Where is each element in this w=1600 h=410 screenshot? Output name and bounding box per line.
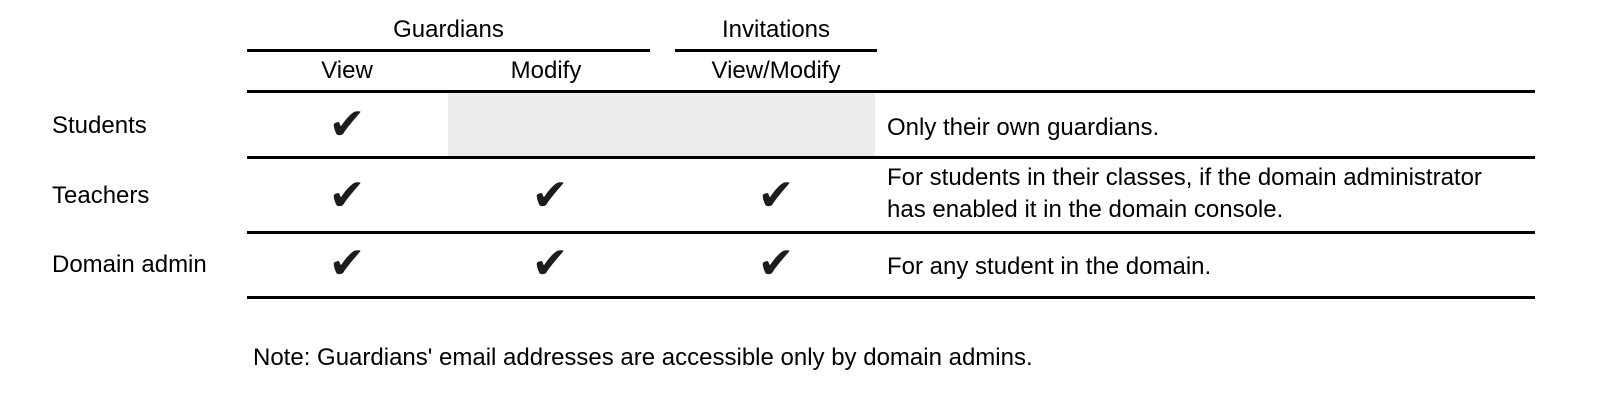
shaded-region [448,93,875,156]
group-underline-guardians [247,49,650,52]
check-icon: ✔ [328,170,366,221]
row-rule-domain-admin [247,296,1535,299]
note-domain-admin: For any student in the domain. [887,253,1212,280]
check-icon: ✔ [757,170,795,221]
group-underline-invitations [675,49,877,52]
column-header-view: View [321,57,373,84]
check-icon: ✔ [531,238,569,289]
note-teachers-line1: For students in their classes, if the do… [887,164,1482,191]
row-rule-students [247,156,1535,159]
footnote: Note: Guardians' email addresses are acc… [253,344,1033,371]
check-icon: ✔ [328,238,366,289]
header-rule [247,90,1535,93]
note-teachers: For students in their classes, if the do… [887,162,1537,226]
note-students: Only their own guardians. [887,114,1160,141]
note-teachers-line2: has enabled it in the domain console. [887,196,1284,223]
check-icon: ✔ [328,99,366,150]
row-label-domain-admin: Domain admin [52,251,207,278]
column-group-invitations: Invitations [721,16,831,43]
check-icon: ✔ [757,238,795,289]
column-group-guardians: Guardians [393,16,504,43]
row-rule-teachers [247,231,1535,234]
row-label-teachers: Teachers [52,182,150,209]
row-label-students: Students [52,112,147,139]
column-header-modify: Modify [510,57,582,84]
check-icon: ✔ [531,170,569,221]
column-header-view-modify: View/Modify [711,57,841,84]
